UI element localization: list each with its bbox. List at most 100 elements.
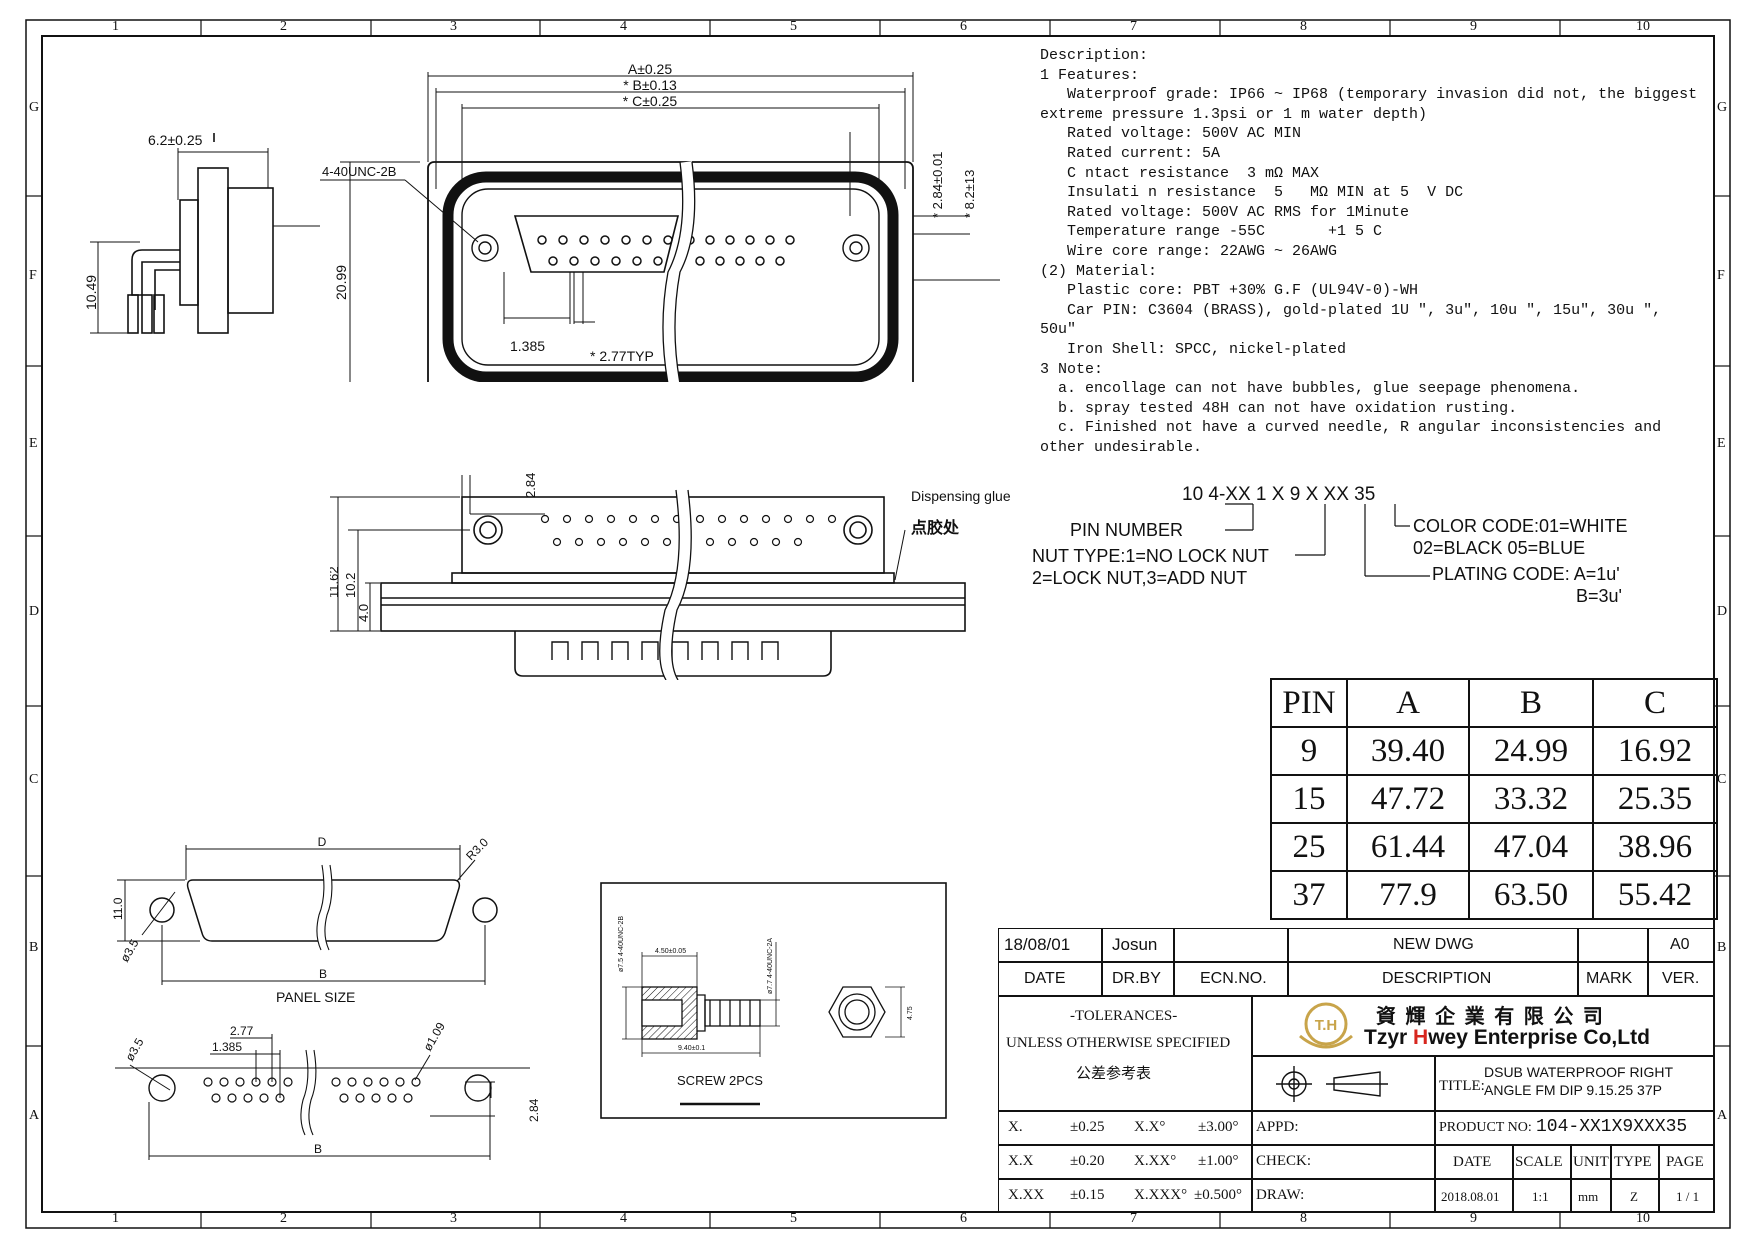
- val-scale: 1:1: [1532, 1189, 1549, 1204]
- table-cell: 55.42: [1592, 870, 1718, 920]
- col-label: 3: [450, 19, 457, 34]
- panel-dim-b: B: [319, 967, 327, 981]
- table-cell: 38.96: [1592, 822, 1718, 872]
- row-label: A: [1717, 1108, 1728, 1123]
- pin-number-label: PIN NUMBER: [1070, 520, 1183, 540]
- table-header-cell: C: [1592, 678, 1718, 728]
- dim-pitch: * 2.77TYP: [590, 348, 654, 364]
- plating-code-line-1: PLATING CODE: A=1u': [1432, 564, 1620, 584]
- table-cell: 25: [1270, 822, 1348, 872]
- appd-label: APPD:: [1256, 1119, 1299, 1135]
- color-code-line-2: 02=BLACK 05=BLUE: [1413, 538, 1585, 558]
- col-label: 5: [790, 1211, 797, 1226]
- description-line: c. Finished not have a curved needle, R …: [1040, 419, 1662, 437]
- col-scale: SCALE: [1515, 1154, 1563, 1170]
- table-cell: 24.99: [1468, 726, 1594, 776]
- pcb-holes: [203, 1077, 421, 1103]
- val-type: Z: [1630, 1189, 1638, 1204]
- table-cell: 16.92: [1592, 726, 1718, 776]
- row-label: F: [29, 268, 37, 283]
- glue-label-cn: 点胶处: [911, 520, 960, 537]
- col-page: PAGE: [1666, 1154, 1704, 1170]
- tol-xxx-val: ±0.15: [1070, 1187, 1105, 1203]
- title-label: TITLE:: [1439, 1078, 1485, 1094]
- col-label: 6: [960, 1211, 967, 1226]
- header-version: VER.: [1662, 970, 1700, 987]
- panel-dim-r: R3.0: [463, 835, 491, 863]
- title-line-2: ANGLE FM DIP 9.15.25 37P: [1484, 1082, 1662, 1098]
- frame-col-labels-bottom: 1 2 3 4 5 6 7 8 9 10: [0, 1211, 1755, 1227]
- dim-thread: 4-40UNC-2B: [322, 164, 396, 179]
- tol-xx-val: ±0.20: [1070, 1153, 1105, 1169]
- table-header-row: PIN A B C: [1270, 678, 1718, 728]
- table-row: 37 77.9 63.50 55.42: [1270, 870, 1718, 920]
- row-label: C: [1717, 772, 1727, 787]
- front-view-pins: [540, 514, 837, 547]
- col-label: 8: [1300, 19, 1307, 34]
- table-cell: 37: [1270, 870, 1348, 920]
- description-line: C ntact resistance 3 mΩ MAX: [1040, 164, 1320, 182]
- description-line: Rated voltage: 500V AC RMS for 1Minute: [1040, 203, 1410, 221]
- screw-dim-c: ø7.5 4-40UNC-2B: [618, 916, 625, 972]
- table-row: 9 39.40 24.99 16.92: [1270, 726, 1718, 776]
- screw-dim-d: ø7.7 4-40UNC-2A: [767, 938, 774, 994]
- frame-row-labels-left: G F E D C B A: [29, 0, 41, 1241]
- side-view: 6.2±0.25 10.49: [83, 132, 320, 334]
- revision-drawn-by: Josun: [1112, 935, 1158, 954]
- table-cell: 47.72: [1346, 774, 1470, 824]
- tol-xx: X.X: [1008, 1153, 1034, 1169]
- dim-front-102: 10.2: [343, 573, 358, 598]
- row-label: E: [1717, 436, 1726, 451]
- screw-title: SCREW 2PCS: [677, 1073, 763, 1088]
- pcb-layout-view: 2.77 1.385 ø1.09 ø3.5 2.84 B: [115, 1020, 541, 1160]
- val-unit: mm: [1578, 1189, 1599, 1204]
- dim-height: 20.99: [333, 265, 349, 300]
- pcb-dim-35: ø3.5: [122, 1035, 146, 1063]
- revision-version: A0: [1670, 936, 1690, 953]
- col-label: 9: [1470, 19, 1477, 34]
- dim-c: * C±0.25: [623, 93, 678, 109]
- tol-xxxa: X.XXX°: [1134, 1187, 1188, 1203]
- col-label: 7: [1130, 1211, 1137, 1226]
- screw-detail: 4.50±0.05 9.40±0.1 ø7.5 4-40UNC-2B ø7.7 …: [600, 882, 947, 1119]
- tol-x-val: ±0.25: [1070, 1119, 1105, 1135]
- header-mark: MARK: [1586, 970, 1633, 987]
- col-label: 1: [112, 1211, 119, 1226]
- dim-front-284: 2.84: [523, 473, 538, 498]
- description-line: Car PIN: C3604 (BRASS), gold-plated 1U "…: [1040, 301, 1662, 319]
- description-line: (2) Material:: [1040, 262, 1158, 280]
- front-view: 2.84 11.62 10.2 4.0: [330, 473, 966, 680]
- dim-a: A±0.25: [628, 62, 672, 77]
- pcb-dim-109: ø1.09: [420, 1020, 448, 1054]
- description-line: Plastic core: PBT +30% G.F (UL94V-0)-WH: [1040, 282, 1419, 300]
- col-label: 2: [280, 19, 287, 34]
- table-cell: 15: [1270, 774, 1348, 824]
- col-label: 5: [790, 19, 797, 34]
- glue-label-en: Dispensing glue: [911, 488, 1011, 504]
- dim-h1: * 2.84±0.01: [930, 152, 945, 218]
- tolerance-cn: 公差参考表: [1076, 1066, 1152, 1082]
- col-label: 10: [1636, 1211, 1650, 1226]
- description-line: b. spray tested 48H can not have oxidati…: [1040, 399, 1518, 417]
- screw-dim-b: 9.40±0.1: [678, 1045, 705, 1052]
- company-name-en: Tzyr Hwey Enterprise Co,Ltd: [1364, 1026, 1650, 1050]
- tol-xa-val: ±3.00°: [1198, 1119, 1239, 1135]
- company-name-en-part1: Tzyr: [1364, 1026, 1414, 1049]
- check-label: CHECK:: [1256, 1153, 1312, 1169]
- tol-xxa-val: ±1.00°: [1198, 1153, 1239, 1169]
- company-name-en-part2: wey Enterprise Co,Ltd: [1428, 1026, 1650, 1049]
- product-no-label: PRODUCT NO:: [1439, 1120, 1532, 1135]
- description-line: Rated voltage: 500V AC MIN: [1040, 125, 1302, 143]
- col-label: 4: [620, 1211, 627, 1226]
- description-line: other undesirable.: [1040, 438, 1203, 456]
- description-line: Temperature range -55C +1 5 C: [1040, 223, 1383, 241]
- draw-label: DRAW:: [1256, 1187, 1305, 1203]
- description-line: Wire core range: 22AWG ~ 26AWG: [1040, 242, 1338, 260]
- col-label: 6: [960, 19, 967, 34]
- description-line: Waterproof grade: IP66 ~ IP68 (temporary…: [1040, 86, 1698, 104]
- panel-dim-d: D: [318, 835, 327, 849]
- description-block: Description:1 Features: Waterproof grade…: [1040, 46, 1697, 457]
- description-line: Iron Shell: SPCC, nickel-plated: [1040, 340, 1347, 358]
- table-cell: 25.35: [1592, 774, 1718, 824]
- panel-size-view: D R3.0 11.0 ø3.5 B: [111, 835, 498, 985]
